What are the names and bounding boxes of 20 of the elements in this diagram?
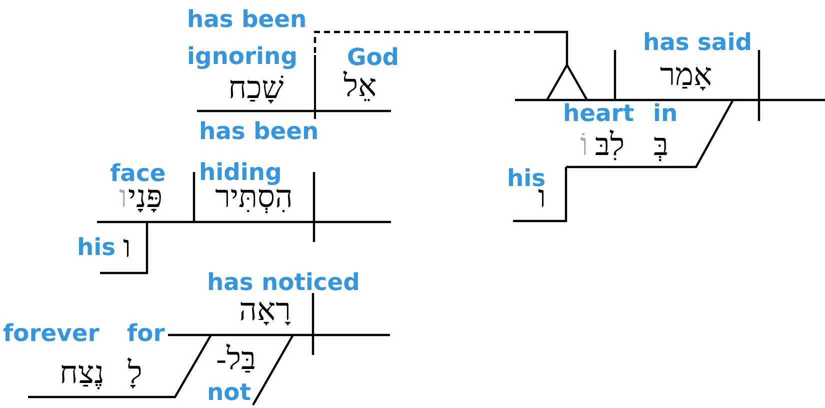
english-gloss: forever	[3, 318, 100, 347]
hebrew-suffix: וֹ	[580, 126, 588, 162]
hebrew-word: נֶצַח	[60, 354, 104, 390]
english-gloss: has said	[643, 28, 752, 56]
hebrew-word: ו	[123, 228, 131, 264]
english-gloss: in	[653, 98, 678, 127]
english-gloss: for	[127, 318, 165, 347]
hebrew-word: לִבּ	[595, 126, 624, 162]
hebrew-word: אָמַר	[660, 56, 712, 92]
english-gloss: his	[77, 232, 116, 261]
connector-line	[314, 30, 540, 55]
hebrew-word: בַּל-	[216, 340, 256, 376]
english-gloss: not	[207, 378, 251, 406]
pedestal	[540, 30, 588, 102]
english-gloss: has been ignoring	[187, 4, 308, 72]
hebrew-word: שָׁכַח	[228, 70, 284, 106]
hebrew-word: בְּ	[654, 126, 668, 162]
hebrew-word: לָ	[128, 354, 142, 390]
english-gloss: heart	[563, 98, 634, 127]
divider-line	[314, 55, 316, 119]
